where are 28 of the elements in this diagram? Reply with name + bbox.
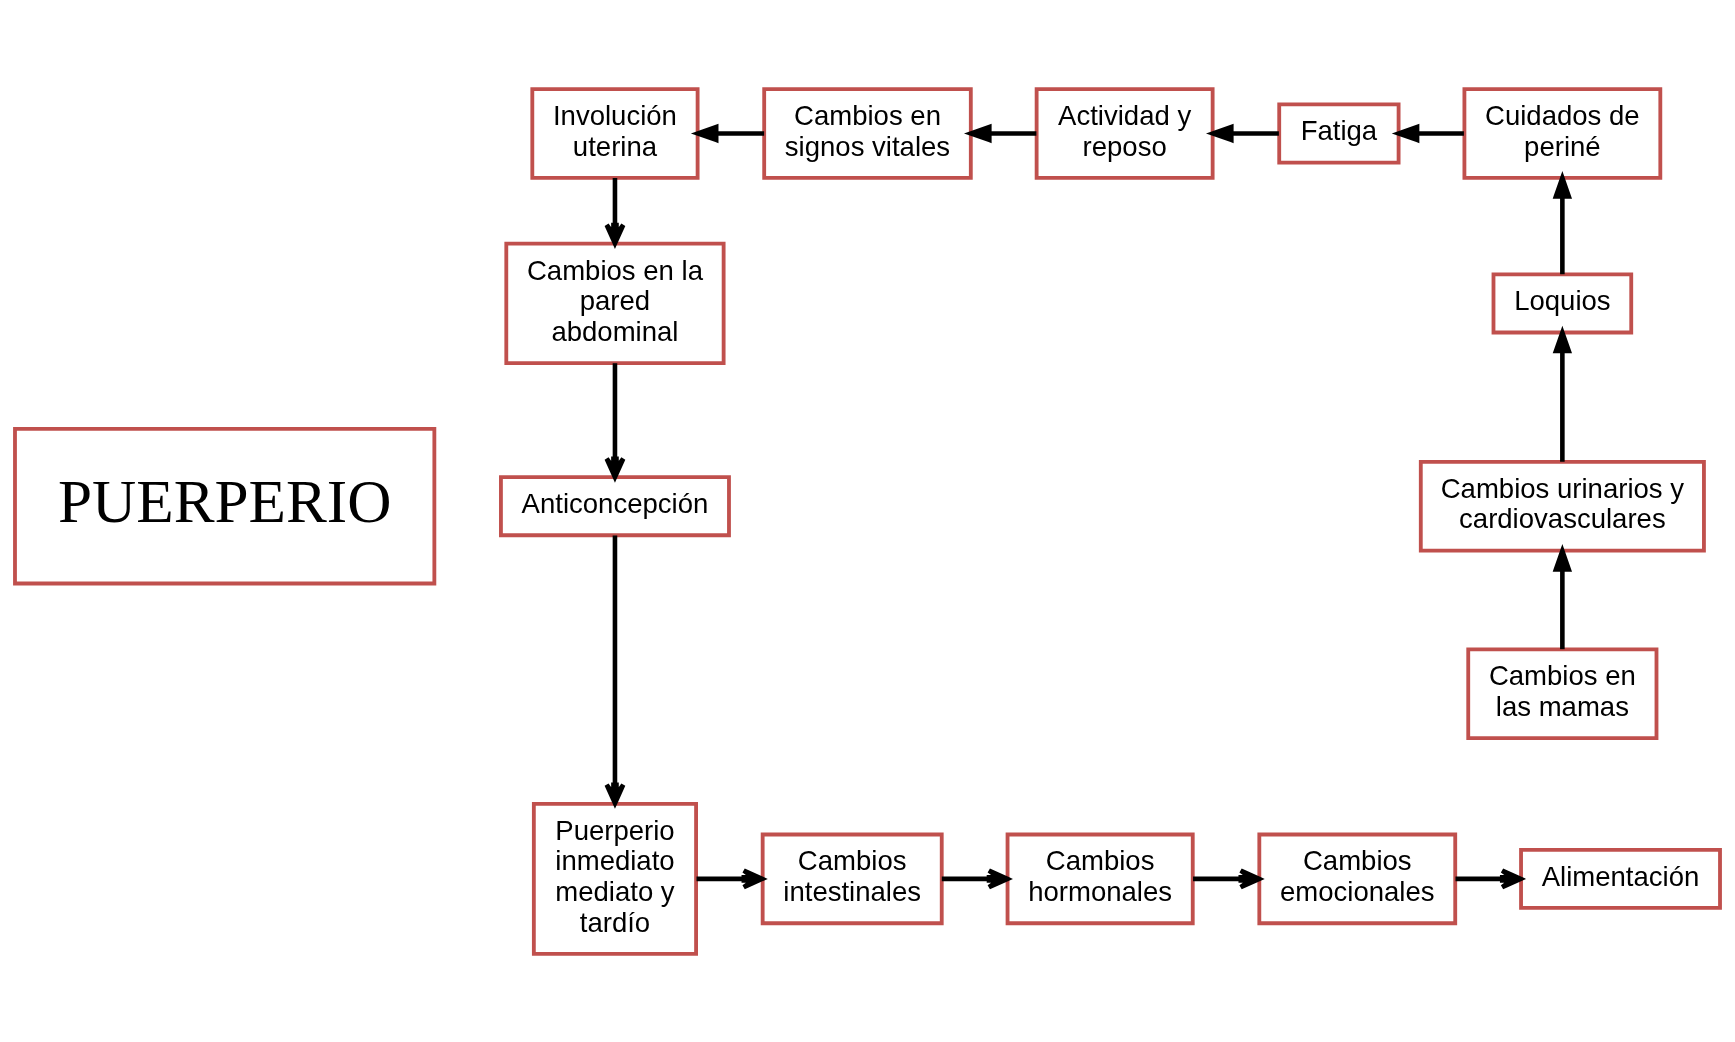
node-box: Cambios hormonales [1005,832,1195,925]
arrow [1206,123,1279,143]
arrow [941,867,1010,889]
node-box: Alimentación [1519,847,1722,910]
arrow [964,123,1037,143]
arrow [1193,867,1262,889]
node-box: Cambios urinarios y cardiovasculares [1418,459,1706,552]
arrow [1455,867,1523,889]
node-box: Involución uterina [530,86,700,180]
node-box: Cambios en signos vitales [762,86,973,180]
arrow [696,867,765,889]
node-box: Cambios emocionales [1257,832,1458,925]
arrow [604,177,626,246]
arrow [1552,543,1573,649]
arrow [1552,170,1573,274]
node-box: Cambios intestinales [760,832,944,925]
node-box: Puerperio inmediato mediato y tardío [531,801,698,956]
node-box: Cuidados de periné [1462,86,1663,180]
arrow [690,123,765,143]
node-box: Cambios en las mamas [1466,646,1659,740]
node-box: Anticoncepción [499,474,731,537]
node-box: Fatiga [1277,102,1401,164]
node-box: PUERPERIO [13,426,437,585]
arrow [1552,325,1573,462]
arrow [1391,123,1464,143]
node-box: Cambios en la pared abdominal [504,241,726,365]
node-box: Actividad y reposo [1034,86,1215,180]
node-box: Loquios [1491,271,1634,334]
